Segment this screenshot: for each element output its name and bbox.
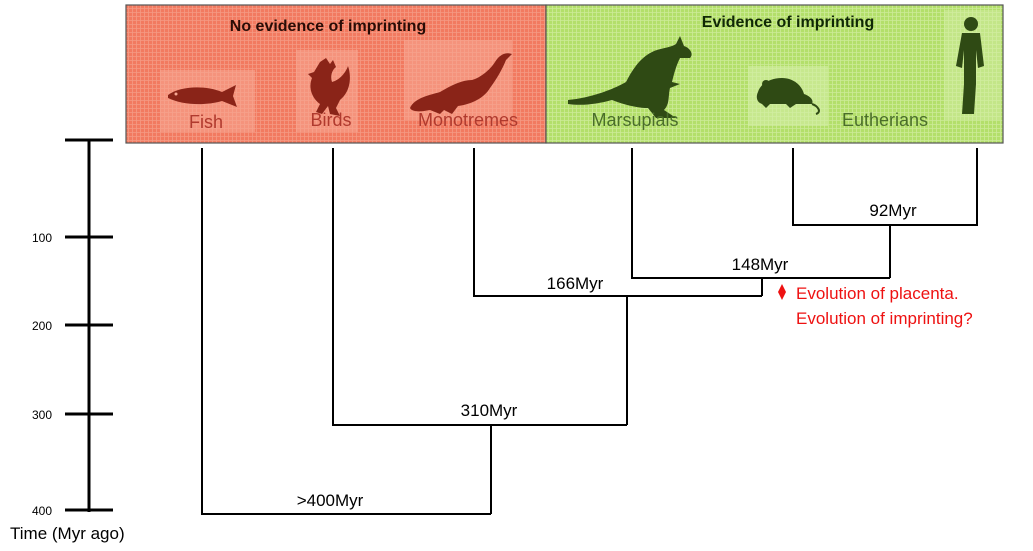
axis-tick-label: 400 xyxy=(32,504,52,518)
taxon-label-birds: Birds xyxy=(310,110,351,130)
taxon-label-fish: Fish xyxy=(189,112,223,132)
branch-monotremes xyxy=(473,148,762,297)
taxon-label-monotremes: Monotremes xyxy=(418,110,518,130)
rooster-icon xyxy=(308,58,350,116)
axis-tick-label: 300 xyxy=(32,408,52,422)
branch-eutherians xyxy=(792,148,978,226)
annotation-placenta: Evolution of placenta. xyxy=(796,284,959,303)
node-label-148: 148Myr xyxy=(732,255,789,274)
branch-marsupials xyxy=(631,148,890,279)
fish-icon xyxy=(168,85,237,107)
mouse-icon xyxy=(756,78,820,115)
taxon-label-marsupials: Marsupials xyxy=(591,110,678,130)
kangaroo-icon xyxy=(568,36,692,118)
node-label-400: >400Myr xyxy=(297,491,364,510)
axis-tick-label: 200 xyxy=(32,319,52,333)
node-label-92: 92Myr xyxy=(869,201,917,220)
node-label-166: 166Myr xyxy=(547,274,604,293)
annotation-imprinting: Evolution of imprinting? xyxy=(796,309,973,328)
branch-birds xyxy=(332,148,627,426)
imprinting-panel: Evidence of imprinting xyxy=(545,4,1004,144)
human-icon xyxy=(956,17,984,114)
time-axis xyxy=(65,138,113,512)
no-imprinting-title: No evidence of imprinting xyxy=(230,18,426,35)
axis-tick-label: 100 xyxy=(32,231,52,245)
axis-title: Time (Myr ago) xyxy=(10,524,125,543)
node-label-310: 310Myr xyxy=(461,401,518,420)
platypus-icon xyxy=(410,53,512,114)
phylogenetic-tree xyxy=(201,148,978,515)
branch-fish xyxy=(201,148,491,515)
imprinting-title: Evidence of imprinting xyxy=(702,14,874,31)
taxon-label-eutherians: Eutherians xyxy=(842,110,928,130)
diamond-marker xyxy=(778,284,786,300)
